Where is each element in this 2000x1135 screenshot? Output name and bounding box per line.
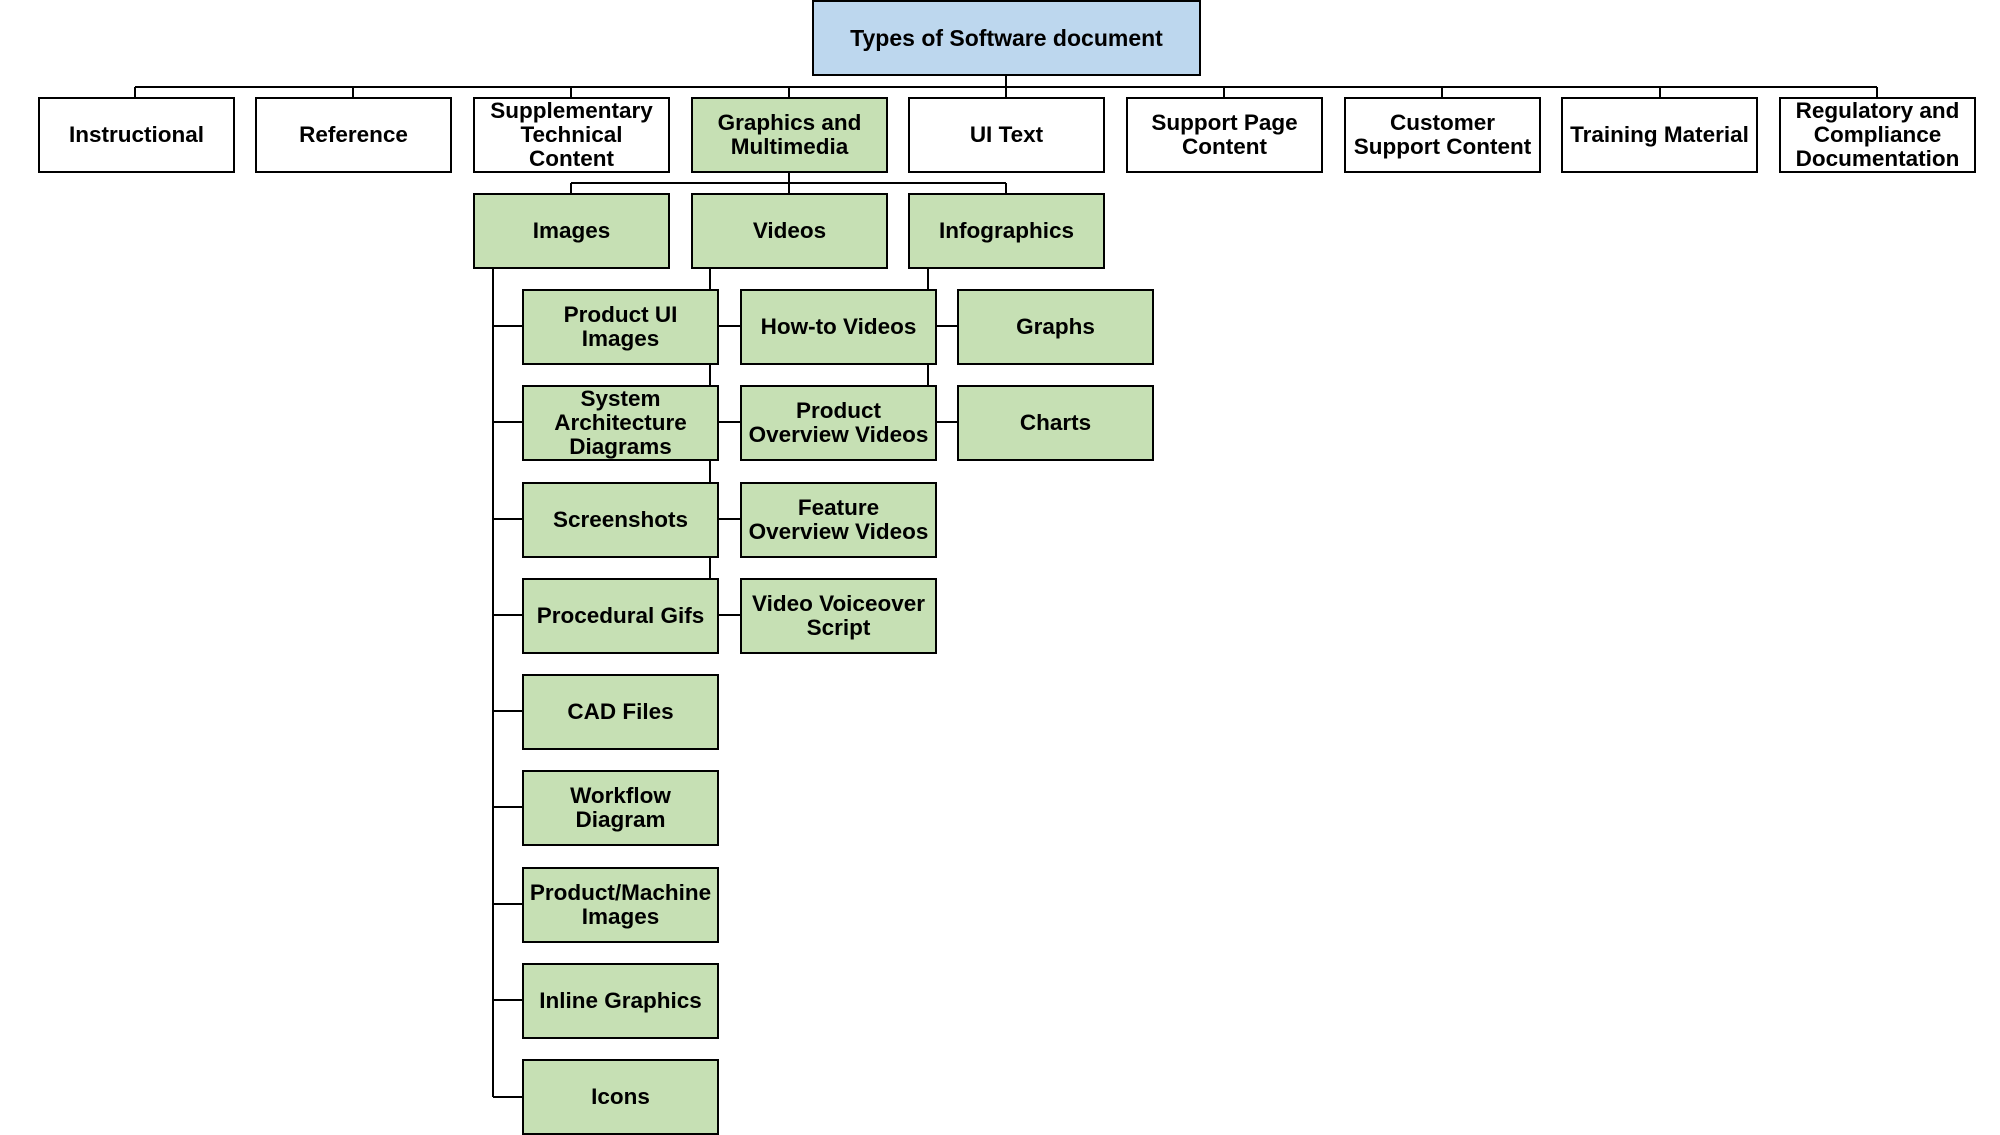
category-ui-text: UI Text [908, 97, 1105, 173]
category-support-page-content: Support Page Content [1126, 97, 1323, 173]
video-item-feature-overview-videos: Feature Overview Videos [740, 482, 937, 558]
image-item-product-ui-images: Product UI Images [522, 289, 719, 365]
infographic-item-graphs: Graphs [957, 289, 1154, 365]
infographic-item-charts: Charts [957, 385, 1154, 461]
video-item-product-overview-videos: Product Overview Videos [740, 385, 937, 461]
category-graphics-and-multimedia: Graphics and Multimedia [691, 97, 888, 173]
category-instructional: Instructional [38, 97, 235, 173]
category-training-material: Training Material [1561, 97, 1758, 173]
image-item-icons: Icons [522, 1059, 719, 1135]
root-node-software-document-types: Types of Software document [812, 0, 1201, 76]
image-item-inline-graphics: Inline Graphics [522, 963, 719, 1039]
video-item-how-to-videos: How-to Videos [740, 289, 937, 365]
group-videos: Videos [691, 193, 888, 269]
category-regulatory-and-compliance-documentation: Regulatory and Compliance Documentation [1779, 97, 1976, 173]
image-item-system-architecture-diagrams: System Architecture Diagrams [522, 385, 719, 461]
video-item-video-voiceover-script: Video Voiceover Script [740, 578, 937, 654]
image-item-procedural-gifs: Procedural Gifs [522, 578, 719, 654]
category-customer-support-content: Customer Support Content [1344, 97, 1541, 173]
image-item-product-machine-images: Product/Machine Images [522, 867, 719, 943]
image-item-workflow-diagram: Workflow Diagram [522, 770, 719, 846]
group-infographics: Infographics [908, 193, 1105, 269]
image-item-cad-files: CAD Files [522, 674, 719, 750]
group-images: Images [473, 193, 670, 269]
category-supplementary-technical-content: Supplementary Technical Content [473, 97, 670, 173]
image-item-screenshots: Screenshots [522, 482, 719, 558]
category-reference: Reference [255, 97, 452, 173]
